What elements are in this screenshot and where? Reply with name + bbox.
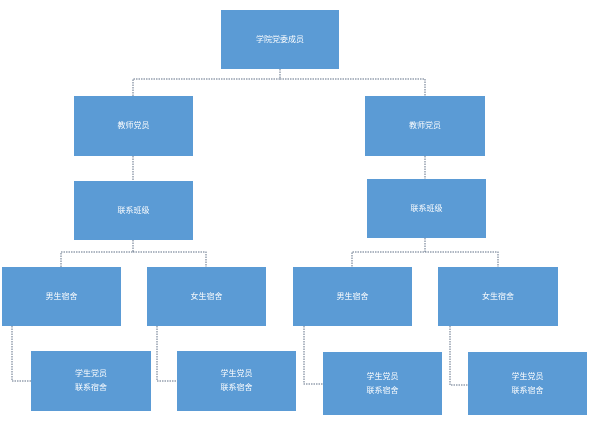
dorm-node-male-left: 男生宿舍 [2, 267, 121, 326]
connector-root-teachers [132, 69, 426, 96]
member-node-4: 学生党员 联系宿舍 [468, 352, 587, 415]
liaison-node-left: 联系班级 [74, 181, 193, 240]
connector-liaison-dorms-right [351, 238, 499, 267]
member-node-1: 学生党员 联系宿舍 [31, 351, 151, 411]
member-node-2: 学生党员 联系宿舍 [177, 351, 296, 411]
connector-dorm-member-2 [156, 326, 177, 382]
teacher-label: 教师党员 [409, 121, 441, 131]
dorm-label: 男生宿舍 [45, 291, 78, 301]
member-sublabel: 联系宿舍 [75, 383, 107, 392]
member-label: 学生党员 [220, 369, 253, 379]
dorm-node-female-right: 女生宿舍 [438, 267, 558, 326]
connector-liaison-dorms-left [60, 240, 207, 267]
teacher-label: 教师党员 [117, 121, 150, 131]
connector-dorm-member-3 [303, 326, 323, 385]
teacher-node-left: 教师党员 [74, 96, 193, 156]
liaison-node-right: 联系班级 [367, 179, 486, 238]
connector-dorm-member-1 [11, 326, 31, 382]
root-label: 学院党委成员 [256, 34, 304, 44]
liaison-label: 联系班级 [410, 203, 443, 213]
member-sublabel: 联系宿舍 [220, 383, 253, 392]
member-sublabel: 联系宿舍 [366, 385, 399, 395]
liaison-label: 联系班级 [117, 205, 150, 215]
member-label: 学生党员 [511, 371, 544, 381]
connector-dorm-member-4 [449, 326, 468, 386]
dorm-node-male-right: 男生宿舍 [293, 267, 412, 326]
dorm-label: 女生宿舍 [190, 291, 223, 301]
dorm-node-female-left: 女生宿舍 [147, 267, 266, 326]
root-node: 学院党委成员 [221, 10, 339, 69]
dorm-label: 女生宿舍 [482, 291, 514, 301]
teacher-node-right: 教师党员 [365, 96, 485, 156]
member-label: 学生党员 [75, 369, 107, 379]
member-sublabel: 联系宿舍 [511, 385, 544, 395]
member-label: 学生党员 [366, 371, 399, 381]
member-node-3: 学生党员 联系宿舍 [323, 352, 442, 415]
dorm-label: 男生宿舍 [336, 291, 369, 301]
